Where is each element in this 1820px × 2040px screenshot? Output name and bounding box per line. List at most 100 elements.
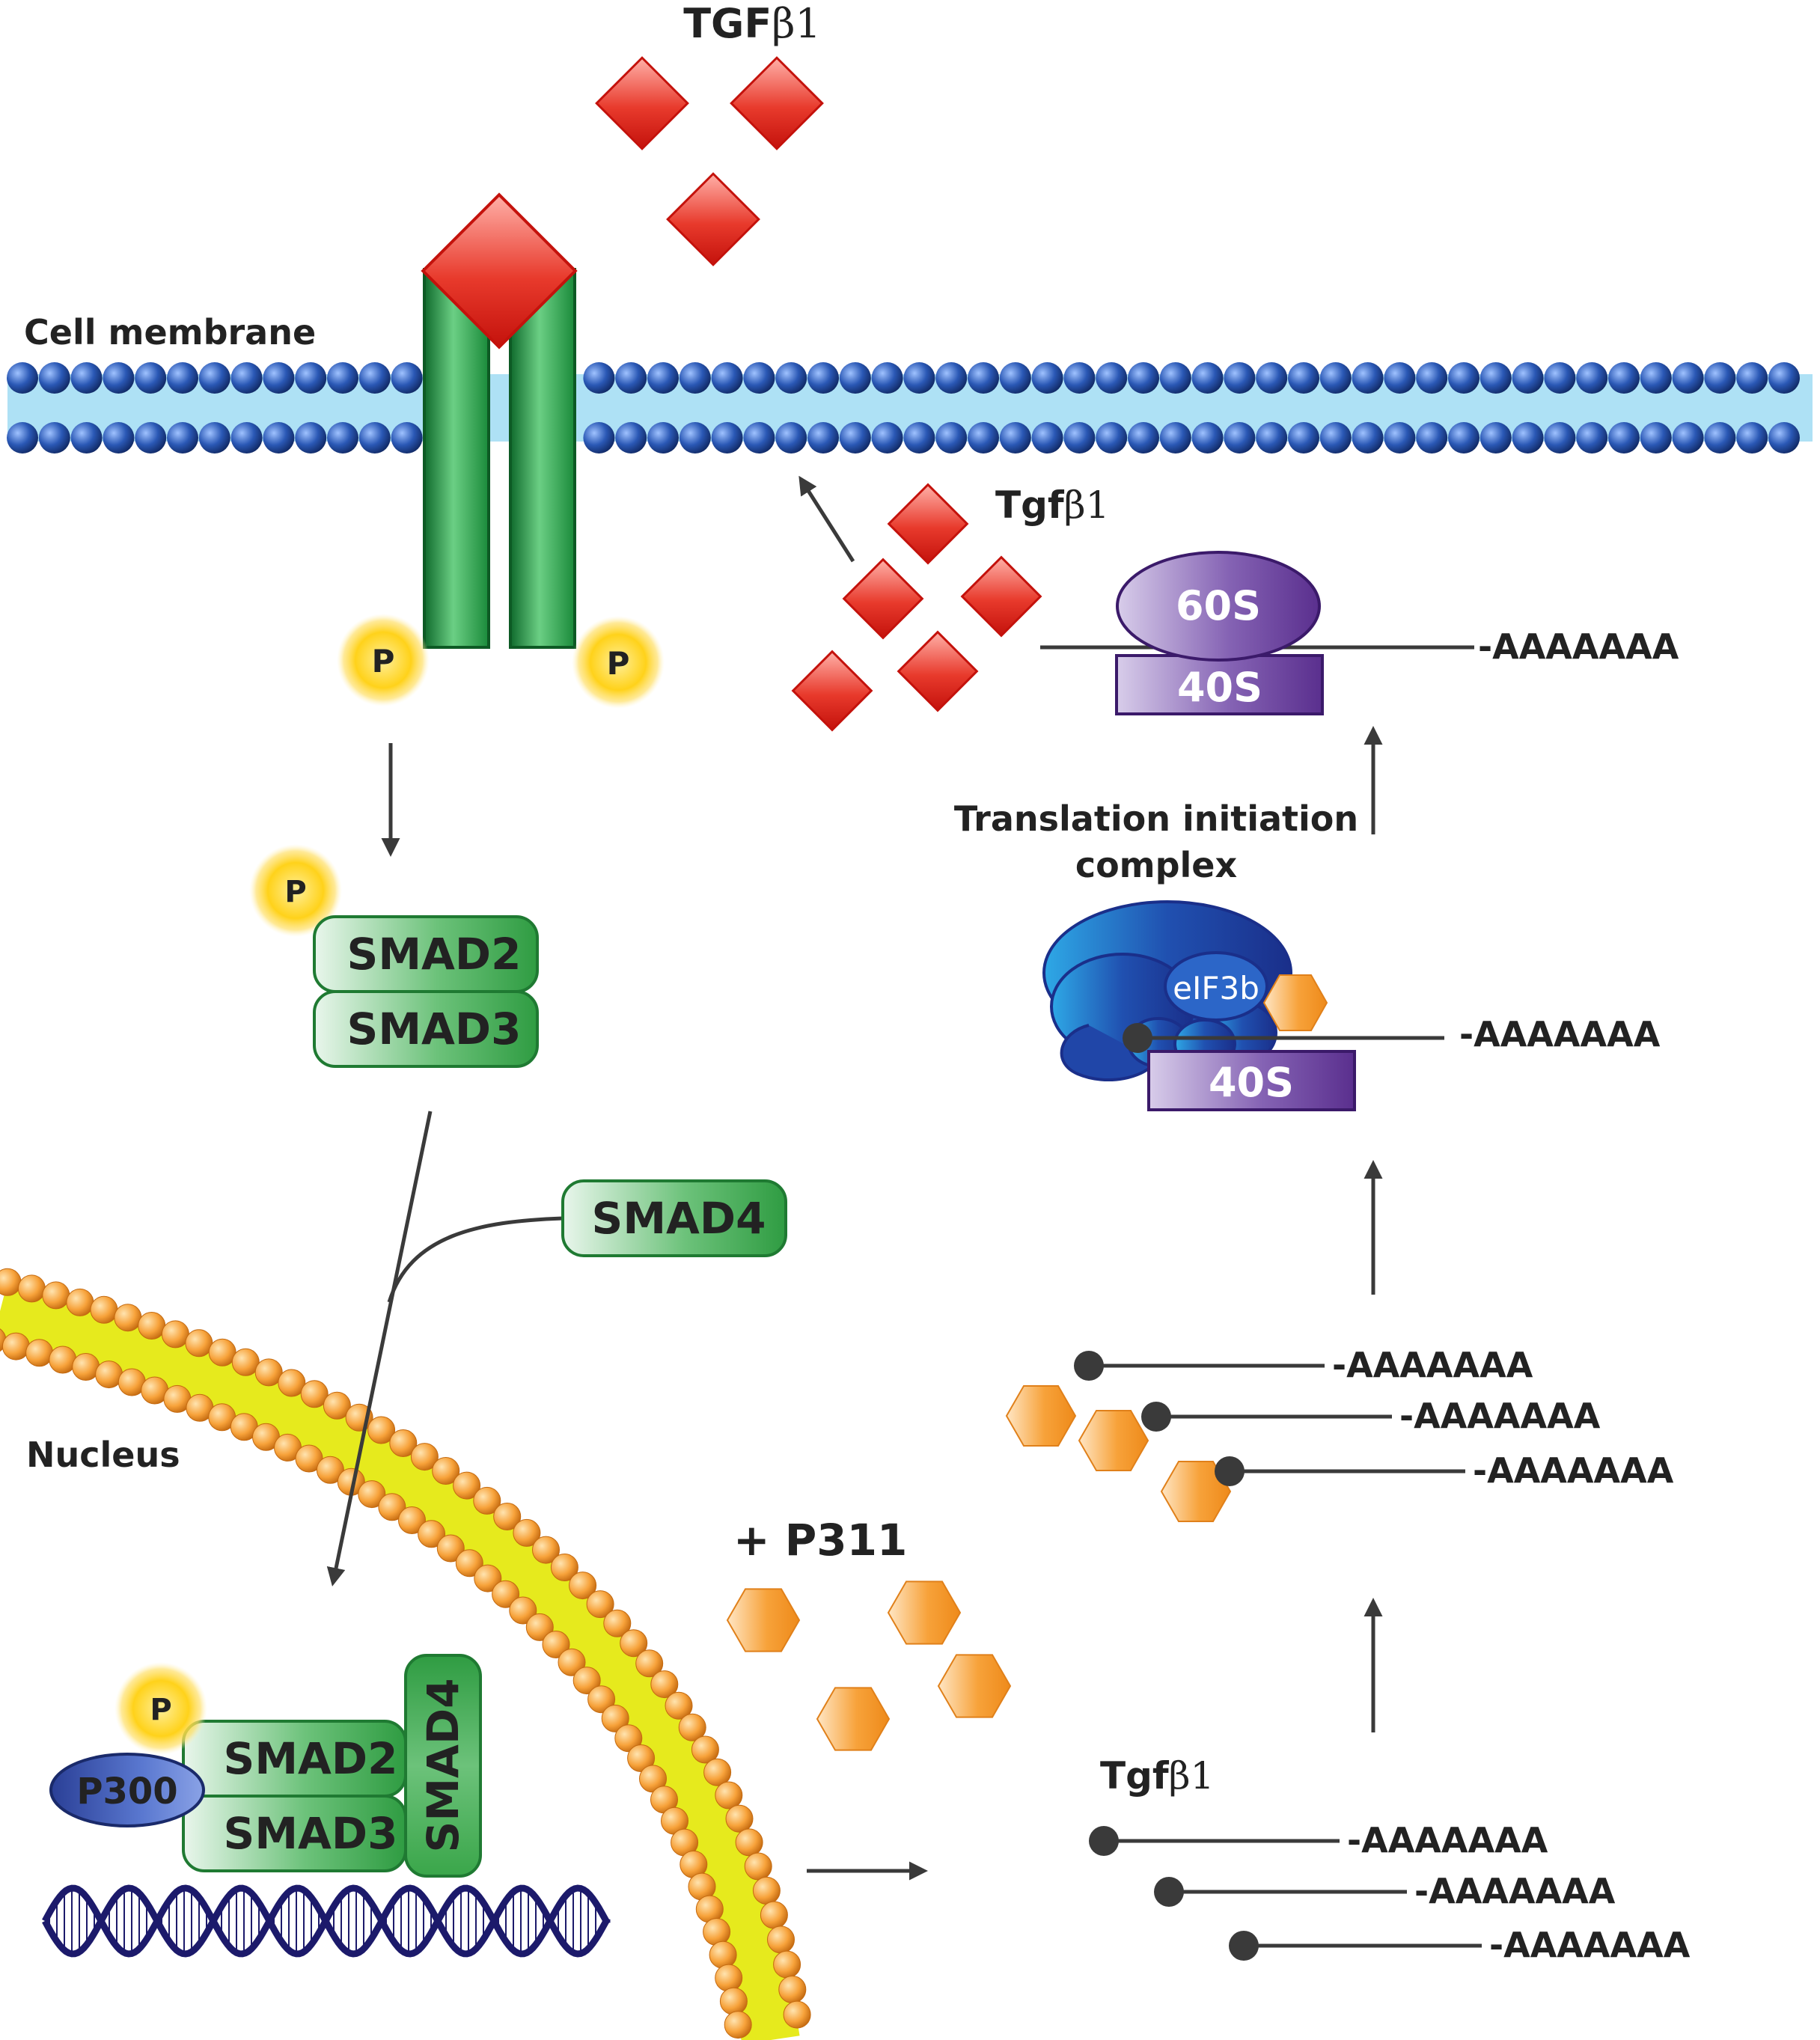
phospho-glow — [337, 614, 430, 706]
nuclear-bead — [473, 1486, 501, 1515]
nuclear-bead — [42, 1281, 70, 1310]
nuclear-envelope-inner-beads — [0, 1328, 752, 2039]
translation-initiation-label: Translation initiation — [954, 798, 1358, 839]
nuclear-bead — [300, 1380, 329, 1408]
lipid-head — [103, 422, 135, 453]
nuclear-bead — [665, 1691, 693, 1720]
lipid-head — [935, 362, 968, 394]
nuclear-bead — [569, 1572, 597, 1600]
lipid-head — [807, 362, 839, 394]
nuclear-bead — [635, 1649, 664, 1678]
lipid-head — [327, 362, 358, 394]
nuclear-bead — [703, 1918, 731, 1946]
lipid-head — [1416, 422, 1448, 453]
lipid-head — [1576, 422, 1608, 453]
polya-tail-label: -AAAAAAA — [1459, 1014, 1661, 1054]
p311-label: + P311 — [733, 1515, 907, 1566]
nuclear-bead — [760, 1901, 788, 1929]
smad2-nuclear-label: SMAD2 — [224, 1733, 398, 1784]
p311-hexagon — [887, 1581, 962, 1645]
nuclear-bead — [587, 1685, 616, 1714]
tgfb1-ligand — [960, 555, 1042, 638]
lipid-head — [1479, 362, 1512, 394]
nuclear-bead — [715, 1964, 743, 1992]
dna-helix — [42, 1884, 611, 1958]
nuclear-bead — [586, 1590, 614, 1619]
lipid-head — [679, 362, 711, 394]
nuclear-bead — [601, 1704, 629, 1732]
nuclear-bead — [231, 1348, 260, 1376]
nuclear-bead — [735, 1828, 763, 1857]
nuclear-bead — [254, 1358, 283, 1387]
lipid-head — [103, 362, 135, 394]
nuclear-bead — [767, 1926, 795, 1954]
tgfb1-mrna-transcripts: -AAAAAAA -AAAAAAA -AAAAAAA — [1089, 1820, 1691, 1965]
lipid-head — [679, 422, 711, 453]
nuclear-bead — [455, 1549, 483, 1578]
tgfb1-ligand — [666, 172, 760, 266]
nuclear-bead — [725, 1804, 754, 1833]
nuclear-bead — [418, 1520, 446, 1548]
lipid-head — [1448, 362, 1479, 394]
nuclear-bead — [650, 1670, 679, 1699]
lipid-head — [1544, 422, 1576, 453]
lipid-head — [1512, 362, 1544, 394]
nuclear-bead — [474, 1564, 502, 1592]
phospho-label: P — [150, 1693, 171, 1727]
nuclear-envelope-outer-beads — [0, 1268, 811, 2029]
smad4-nuclear-label: SMAD4 — [418, 1679, 468, 1853]
lipid-head — [615, 422, 647, 453]
nuclear-bead — [410, 1443, 439, 1471]
nuclear-bead — [572, 1667, 601, 1695]
lipid-head — [230, 362, 263, 394]
tgfb1-ligand — [887, 483, 969, 565]
nuclear-bead — [90, 1295, 118, 1324]
nuclear-bead — [378, 1493, 406, 1521]
lipid-head — [1128, 422, 1159, 453]
lipid-head — [1384, 422, 1416, 453]
nuclear-bead — [709, 1940, 737, 1969]
phospho-label: P — [607, 645, 630, 682]
lipid-head — [198, 422, 230, 453]
p311-hexagon — [1160, 1461, 1232, 1522]
nuclear-bead — [389, 1429, 418, 1457]
arrow-smad-to-nucleus — [326, 1111, 433, 1587]
lipid-head — [198, 362, 230, 394]
lipid-head — [263, 362, 295, 394]
nuclear-bead — [719, 1987, 748, 2015]
lipid-head — [871, 362, 903, 394]
lipid-head — [1031, 422, 1063, 453]
smad3-box — [313, 990, 539, 1068]
mrna-cap — [1074, 1351, 1104, 1381]
nuclear-bead — [509, 1596, 537, 1625]
p311-bound-mrna: -AAAAAAA -AAAAAAA -AAAAAAA — [1005, 1345, 1674, 1522]
lipid-head — [743, 362, 775, 394]
lipid-head — [839, 362, 871, 394]
lipid-head — [968, 422, 999, 453]
nuclear-bead — [367, 1416, 396, 1444]
nuclear-bead — [316, 1456, 344, 1484]
nuclear-bead — [398, 1506, 426, 1534]
lipid-head — [1704, 362, 1736, 394]
lipid-head — [1416, 362, 1448, 394]
membrane-outer-leaflet — [7, 362, 1800, 394]
nuclear-bead — [138, 1312, 166, 1340]
nuclear-bead — [703, 1758, 732, 1786]
smad3-label: SMAD3 — [347, 1004, 522, 1054]
nuclear-bead — [295, 1444, 323, 1473]
lipid-head — [775, 362, 807, 394]
nuclear-bead — [532, 1536, 560, 1564]
receptor-right-chain — [509, 268, 576, 649]
lipid-head — [1384, 362, 1416, 394]
lipid-head — [7, 422, 38, 453]
tgfb1-ligand — [897, 630, 979, 712]
arrow-secretion — [798, 475, 855, 563]
lipid-head — [1544, 362, 1576, 394]
ribosome-60s-label: 60S — [1176, 582, 1261, 629]
nuclear-bead — [550, 1554, 578, 1581]
receptor-left-chain — [423, 268, 490, 649]
lipid-head — [135, 362, 167, 394]
lipid-head — [38, 362, 70, 394]
lipid-head — [1352, 362, 1384, 394]
lipid-head — [1672, 362, 1704, 394]
